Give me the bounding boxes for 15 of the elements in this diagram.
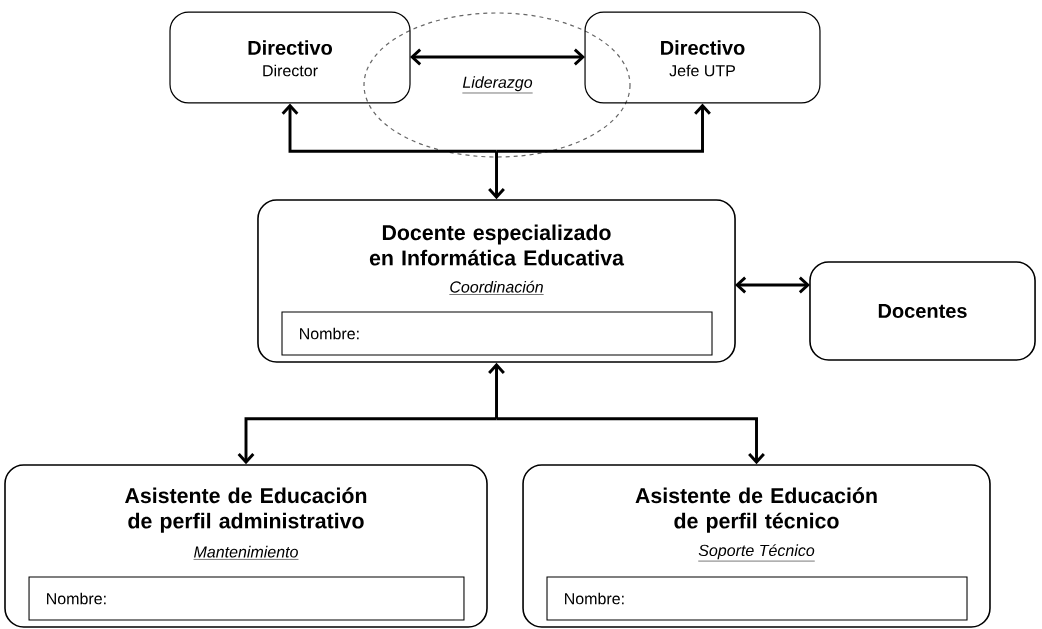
arrow bbox=[496, 103, 711, 153]
role-box: Docentes bbox=[809, 261, 1036, 361]
arrow bbox=[281, 103, 497, 153]
name-field: Nombre: bbox=[281, 311, 713, 356]
arrow bbox=[488, 151, 505, 200]
role-box: Directivo Director bbox=[169, 11, 411, 104]
edge-label: Liderazgo bbox=[462, 76, 533, 94]
arrow bbox=[735, 276, 810, 294]
arrow bbox=[488, 362, 505, 419]
name-field: Nombre: bbox=[28, 576, 465, 621]
name-field: Nombre: bbox=[546, 576, 968, 621]
arrow bbox=[410, 48, 585, 66]
role-box: Directivo Jefe UTP bbox=[584, 11, 821, 104]
arrow bbox=[237, 417, 497, 465]
arrow bbox=[496, 417, 765, 465]
